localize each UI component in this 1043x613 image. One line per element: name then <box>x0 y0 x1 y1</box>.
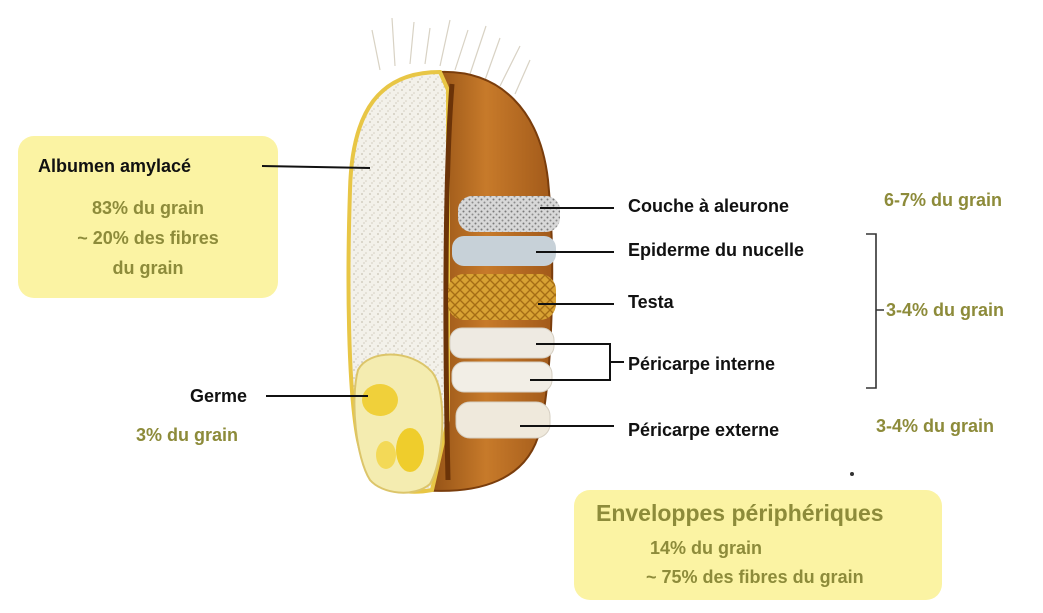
label-testa: Testa <box>628 292 674 313</box>
germe-share: 3% du grain <box>136 425 238 446</box>
grain-germ <box>354 355 442 493</box>
stray-dot <box>850 472 854 476</box>
enveloppes-fibres: ~ 75% des fibres du grain <box>646 567 864 588</box>
enveloppes-share: 14% du grain <box>650 538 762 559</box>
albumen-fibres-line1: ~ 20% des fibres <box>20 228 276 249</box>
layer-aleurone-band <box>458 196 560 232</box>
enveloppes-title: Enveloppes périphériques <box>596 500 884 527</box>
group-bracket <box>866 234 884 388</box>
layer-pericarpe-interne-band-2 <box>452 362 552 392</box>
label-pericarpe-externe: Péricarpe externe <box>628 420 779 441</box>
label-pericarpe-interne: Péricarpe interne <box>628 354 775 375</box>
layer-testa-band <box>448 274 556 320</box>
share-bracket-group: 3-4% du grain <box>886 300 1004 321</box>
label-aleurone: Couche à aleurone <box>628 196 789 217</box>
share-aleurone: 6-7% du grain <box>884 190 1002 211</box>
layer-pericarpe-externe-band <box>456 402 550 438</box>
germe-label: Germe <box>190 386 247 407</box>
albumen-share: 83% du grain <box>20 198 276 219</box>
albumen-fibres-line2: du grain <box>20 258 276 279</box>
share-pericarpe-externe: 3-4% du grain <box>876 416 994 437</box>
albumen-title: Albumen amylacé <box>38 156 191 177</box>
label-nucelle: Epiderme du nucelle <box>628 240 804 261</box>
